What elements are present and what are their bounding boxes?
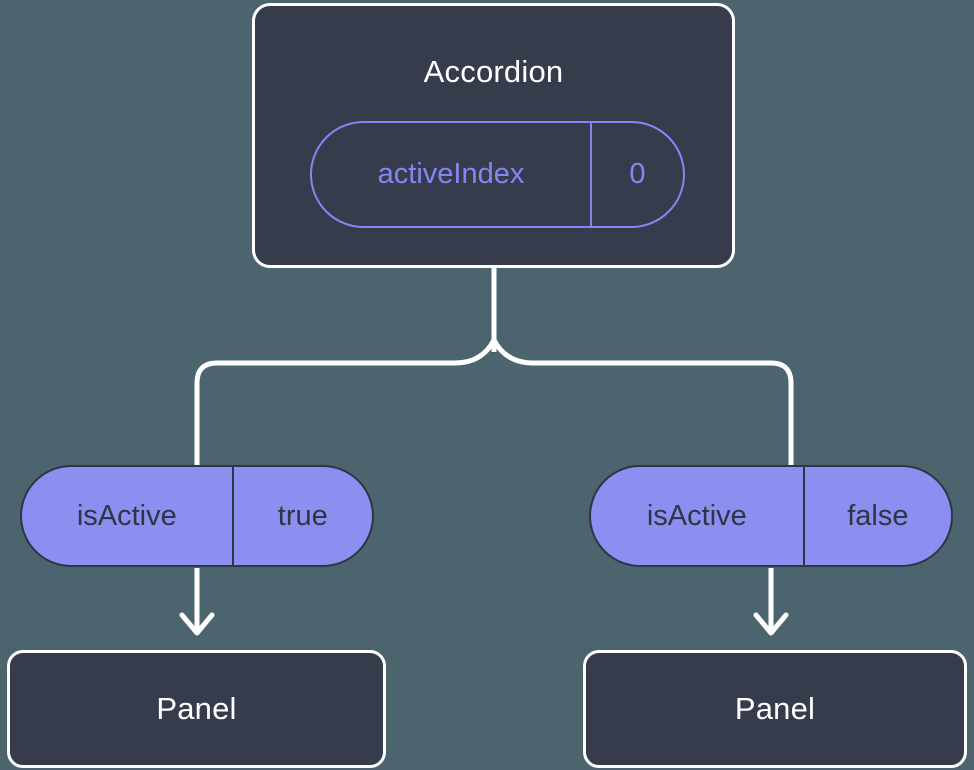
accordion-title: Accordion (423, 54, 564, 89)
arrow-down-icon-right (753, 568, 789, 636)
panel-component-box-right[interactable]: Panel (583, 650, 967, 768)
prop-pill-is-active-true[interactable]: isActive true (20, 465, 374, 567)
connector-fork (194, 337, 794, 468)
arrow-down-icon-left (179, 568, 215, 636)
panel-component-box-left[interactable]: Panel (7, 650, 386, 768)
prop-value-is-active-left: true (231, 467, 372, 565)
prop-pill-is-active-false[interactable]: isActive false (589, 465, 953, 567)
accordion-component-box[interactable]: Accordion activeIndex 0 (252, 3, 735, 268)
prop-value-is-active-right: false (802, 467, 951, 565)
prop-key-is-active-right: isActive (646, 499, 747, 532)
state-value-active-index: 0 (589, 123, 683, 226)
state-key-active-index: activeIndex (377, 158, 525, 190)
state-pill-active-index[interactable]: activeIndex 0 (310, 121, 685, 228)
panel-title-right: Panel (734, 691, 816, 726)
panel-title-left: Panel (156, 691, 237, 726)
prop-key-is-active-left: isActive (76, 499, 177, 532)
